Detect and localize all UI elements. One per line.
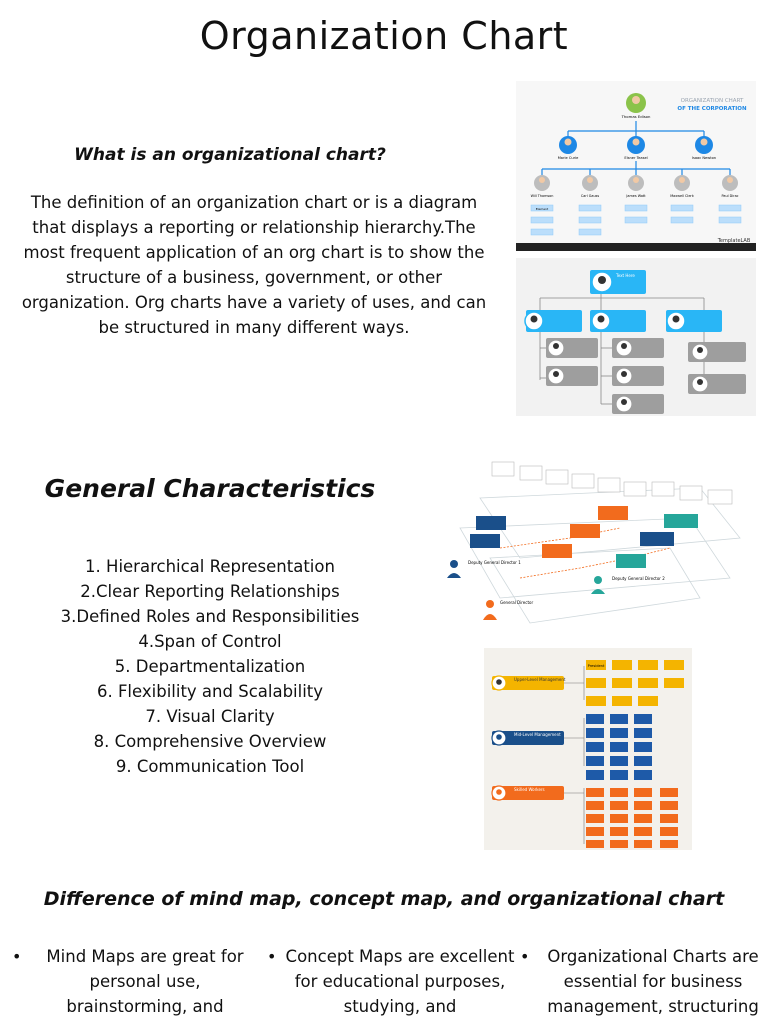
list-item: 8. Comprehensive Overview (93, 732, 327, 751)
org-chart-2-graphic: Text Here (524, 270, 746, 414)
element-box-label: Element (536, 207, 549, 211)
org-chart-1-graphic: ORGANIZATION CHART OF THE CORPORATION Th… (516, 93, 756, 251)
definition-heading: What is an organizational chart? (74, 145, 386, 165)
difference-column-concept-map: • Concept Maps are excellent for educati… (267, 944, 515, 1019)
level3-name-2: Carl Gauss (581, 194, 599, 198)
top-person-name: Thomas Edison (621, 114, 651, 119)
page-title: Organization Chart (199, 14, 569, 58)
list-item: 6. Flexibility and Scalability (96, 682, 324, 701)
chart2-top-title: Text Here (615, 273, 635, 278)
level3-name-4: Maxwell Clerk (670, 194, 694, 198)
list-item: 3.Defined Roles and Responsibilities (60, 607, 360, 626)
difference-column-mind-map: • Mind Maps are great for personal use, … (12, 944, 260, 1019)
level3-name-1: Will Thomson (531, 194, 554, 198)
list-item: 2.Clear Reporting Relationships (80, 582, 340, 601)
level-mid: Mid-Level Management (514, 732, 561, 737)
level-skilled: Skilled Workers (514, 787, 545, 792)
list-item: 9. Communication Tool (115, 757, 305, 776)
level2-name-3: Isaac Newton (692, 156, 716, 160)
chart1-header-2: OF THE CORPORATION (677, 106, 747, 112)
chart4-top-box: President (588, 664, 605, 668)
characteristics-heading: General Characteristics (44, 474, 376, 503)
templatelab-brand: TemplateLAB (717, 238, 751, 244)
list-item: 5. Departmentalization (114, 657, 306, 676)
definition-text: The definition of an organization chart … (21, 193, 487, 337)
chart3-person-2: Deputy General Director 2 (612, 576, 665, 581)
difference-heading: Difference of mind map, concept map, and… (43, 888, 725, 910)
column-text: Organizational Charts are essential for … (547, 947, 759, 1016)
chart3-person-1: Deputy General Director 1 (468, 560, 521, 565)
level-upper: Upper-Level Management (514, 677, 566, 682)
bullet-icon: • (12, 947, 22, 966)
org-chart-image-3: Deputy General Director 1 Deputy General… (440, 458, 744, 638)
bullet-icon: • (520, 947, 530, 966)
level2-name-1: Marie Curie (558, 156, 579, 160)
chart1-header-1: ORGANIZATION CHART (681, 98, 744, 104)
org-chart-3-graphic: Deputy General Director 1 Deputy General… (447, 461, 741, 624)
org-chart-4-graphic: Upper-Level Management Mid-Level Managem… (491, 660, 684, 848)
org-chart-image-1: ORGANIZATION CHART OF THE CORPORATION Th… (516, 81, 756, 251)
level2-name-2: Elsner Teasel (624, 156, 647, 160)
column-text: Mind Maps are great for personal use, br… (46, 947, 244, 1016)
level3-name-3: James Watt (625, 194, 646, 198)
list-item: 4.Span of Control (138, 632, 282, 651)
org-chart-image-4: Upper-Level Management Mid-Level Managem… (484, 648, 692, 850)
bullet-icon: • (267, 947, 277, 966)
list-item: 1. Hierarchical Representation (85, 557, 335, 576)
column-text: Concept Maps are excellent for education… (285, 947, 515, 1016)
difference-column-org-chart: • Organizational Charts are essential fo… (520, 944, 768, 1019)
chart3-person-3: General Director (500, 600, 533, 605)
org-chart-image-2: Text Here (516, 258, 756, 416)
list-item: 7. Visual Clarity (145, 707, 275, 726)
characteristics-list: 1. Hierarchical Representation 2.Clear R… (40, 554, 380, 779)
level3-name-5: Paul Dirac (721, 194, 738, 198)
